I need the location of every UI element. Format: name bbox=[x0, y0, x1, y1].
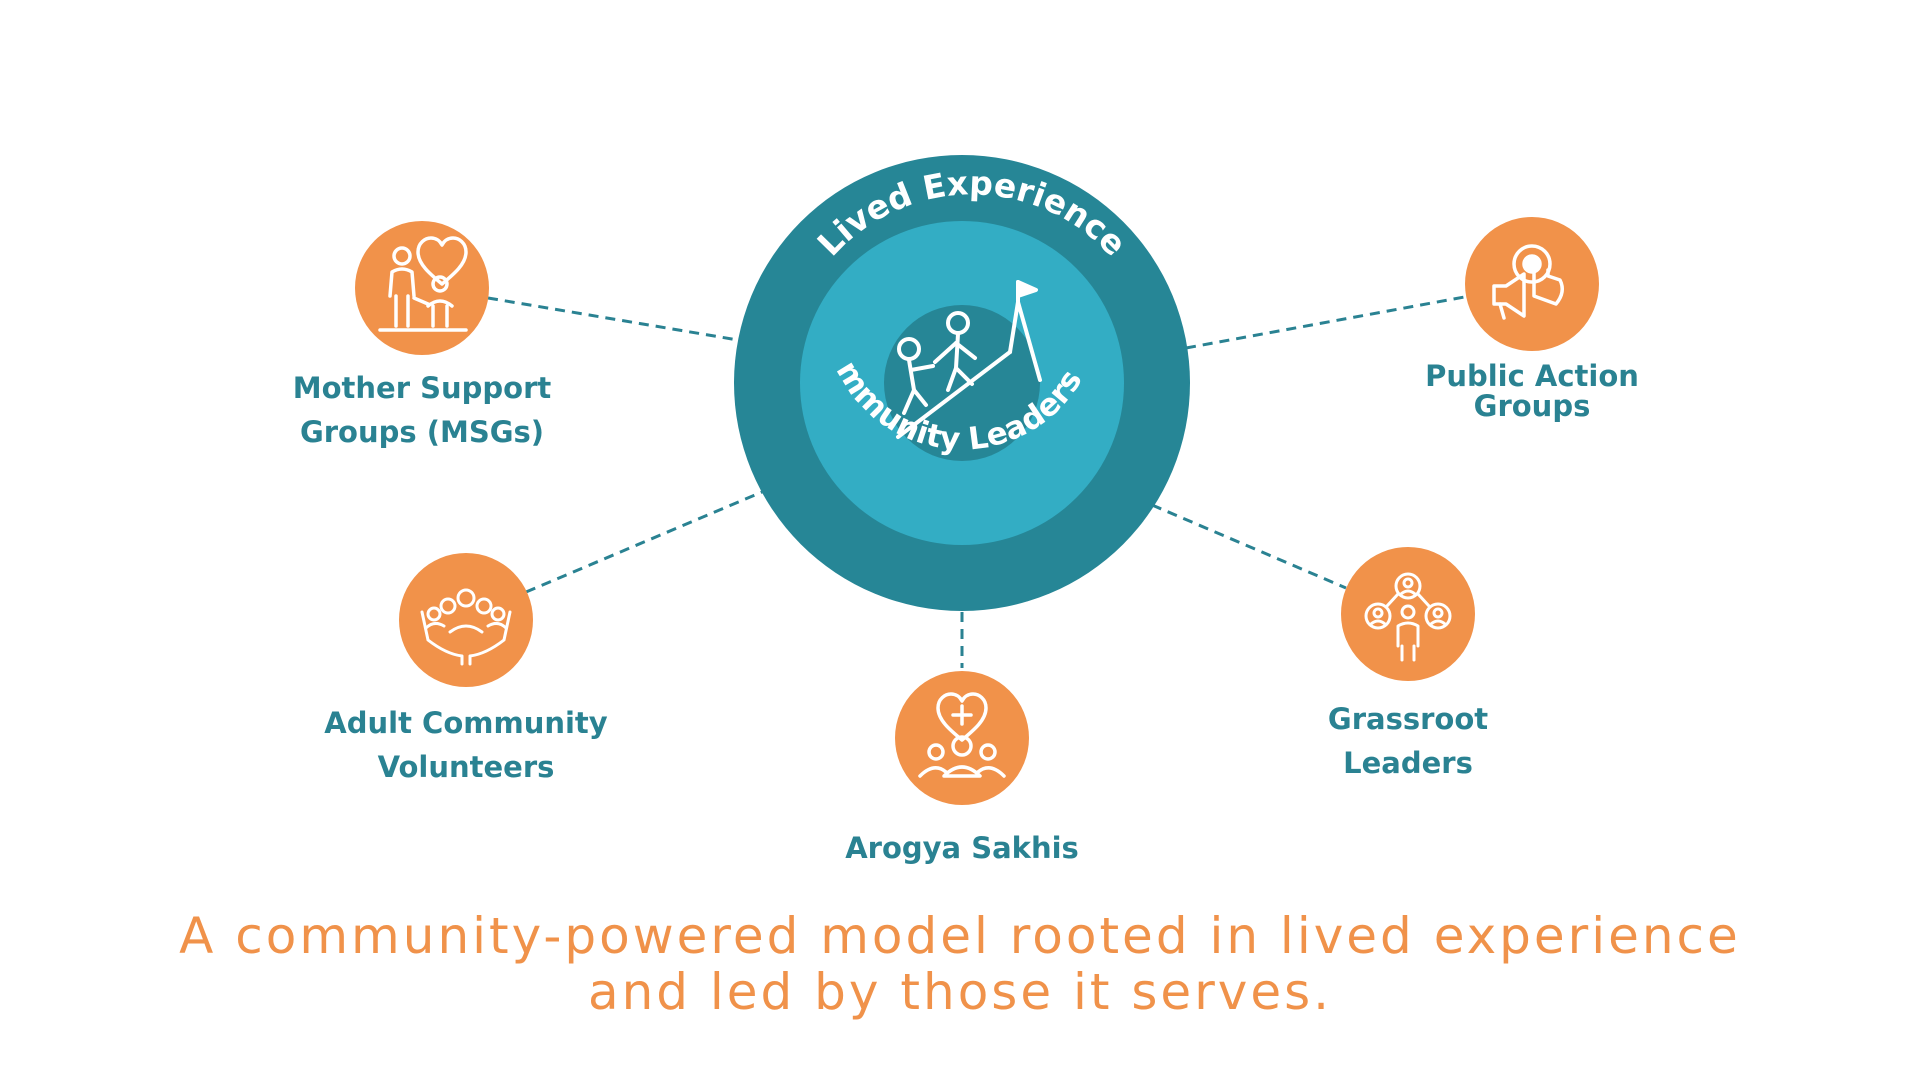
connector-pag bbox=[1185, 294, 1471, 350]
label-acv: Adult Community Volunteers bbox=[324, 701, 607, 789]
node-arogya bbox=[895, 671, 1029, 805]
tagline-line-1: A community-powered model rooted in live… bbox=[179, 907, 1741, 965]
label-pag-line-1: Public Action bbox=[1425, 359, 1639, 393]
label-acv-line-1: Adult Community bbox=[324, 706, 608, 740]
node-msg bbox=[355, 221, 489, 355]
label-grassroot: Grassroot Leaders bbox=[1328, 697, 1488, 785]
label-msg-line-1: Mother Support bbox=[292, 371, 552, 405]
label-grassroot-line-1: Grassroot bbox=[1327, 702, 1489, 736]
connector-msg bbox=[487, 296, 739, 342]
label-grassroot-line-2: Leaders bbox=[1343, 746, 1473, 780]
central-hub: Lived Experience Community Leadership bbox=[0, 0, 1190, 611]
connector-grassroot bbox=[1151, 503, 1347, 590]
label-arogya: Arogya Sakhis bbox=[845, 826, 1079, 870]
tagline-line-2: and led by those it serves. bbox=[587, 963, 1333, 1021]
hands-holding-people-icon bbox=[420, 588, 512, 666]
label-msg-line-2: Groups (MSGs) bbox=[299, 415, 545, 449]
leader-network-icon bbox=[1364, 572, 1452, 662]
label-arogya-line-1: Arogya Sakhis bbox=[845, 831, 1079, 865]
label-acv-line-2: Volunteers bbox=[377, 750, 555, 784]
heart-medical-cross-group-icon bbox=[918, 692, 1006, 778]
megaphone-pointer-icon bbox=[1492, 244, 1564, 320]
label-pag: Public Action Groups bbox=[1425, 361, 1639, 421]
label-msg: Mother Support Groups (MSGs) bbox=[293, 366, 552, 454]
connector-acv bbox=[525, 490, 763, 594]
label-pag-line-2: Groups bbox=[1473, 389, 1591, 423]
node-pag bbox=[1465, 217, 1599, 351]
node-grassroot bbox=[1341, 547, 1475, 681]
family-heart-icon bbox=[378, 236, 468, 332]
people-climbing-mountain-flag-icon bbox=[896, 280, 1042, 439]
node-acv bbox=[399, 553, 533, 687]
tagline: A community-powered model rooted in live… bbox=[0, 908, 1920, 1020]
